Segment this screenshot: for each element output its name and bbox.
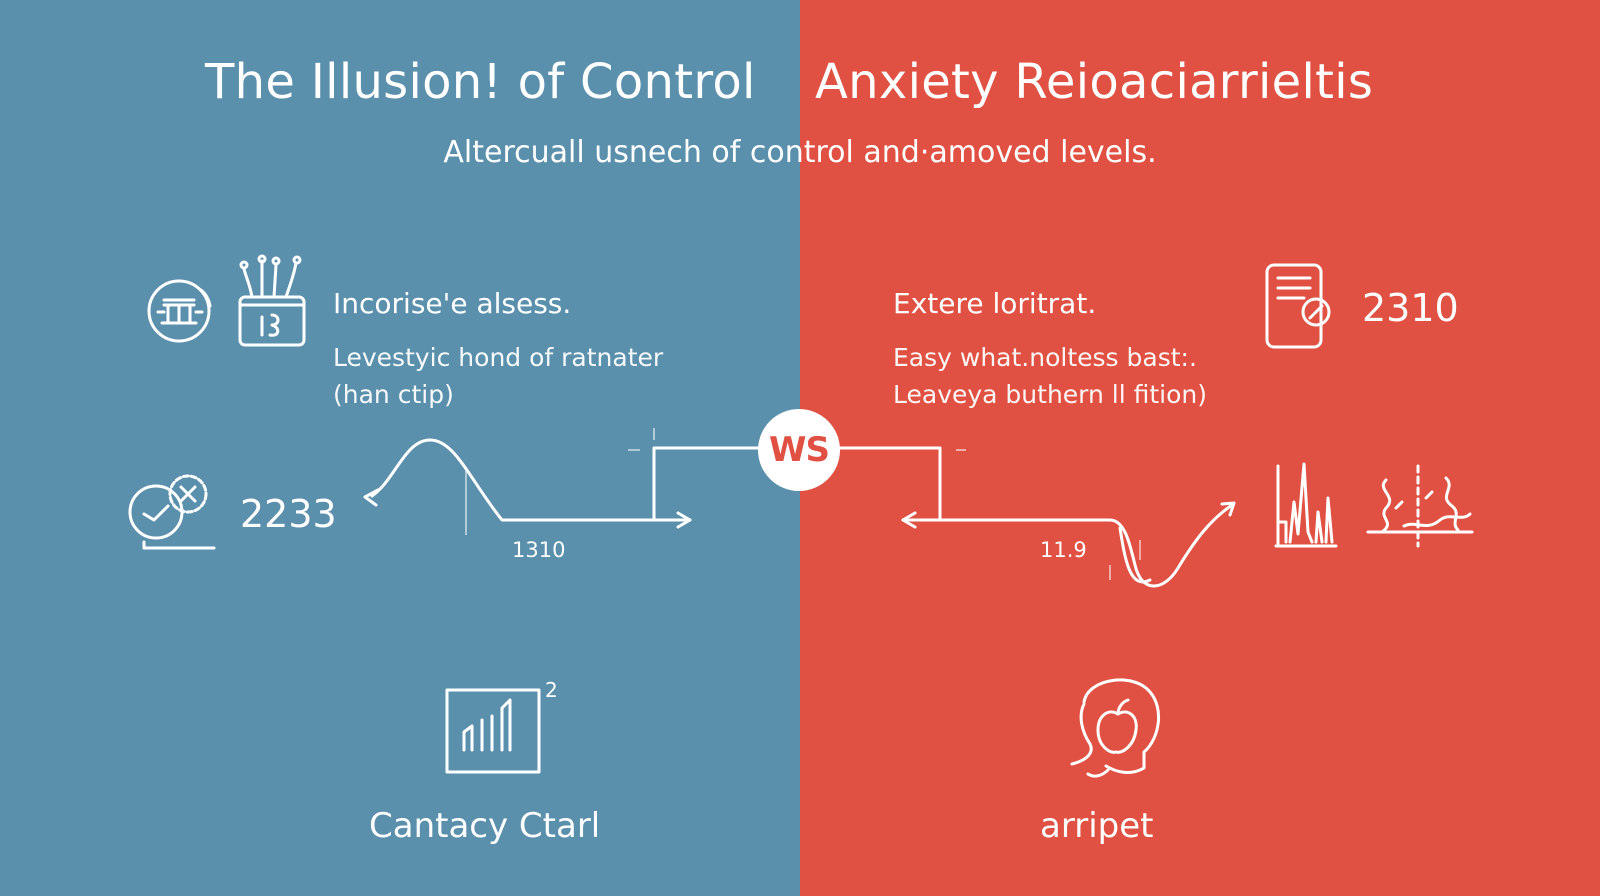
vs-badge: WS xyxy=(758,409,840,491)
right-body-line1: Easy what.noltess bast:. xyxy=(893,343,1197,372)
right-arrow-up xyxy=(1220,501,1236,517)
tablet-icon xyxy=(1265,263,1331,349)
subtitle: Altercuall usnech of control and·amoved … xyxy=(443,135,1157,170)
histogram-icon xyxy=(1274,462,1338,548)
columns-building-icon xyxy=(147,279,212,343)
clock-cancel-icon xyxy=(128,474,216,550)
right-caption: arripet xyxy=(1040,806,1154,846)
right-stat-value: 2310 xyxy=(1362,286,1459,330)
right-base-line xyxy=(901,503,1234,588)
left-bell-curve xyxy=(370,438,692,522)
bar-chart-icon xyxy=(445,688,541,774)
left-arrow-right xyxy=(676,511,692,529)
left-body-line2: (han ctip) xyxy=(333,380,454,409)
left-arrow-left xyxy=(363,488,380,507)
title-right: Anxiety Reioaciarrieltis xyxy=(815,54,1374,110)
right-axis-value: 11.9 xyxy=(1040,538,1087,562)
right-arrow-left xyxy=(901,511,917,529)
wave-icon xyxy=(1366,464,1474,548)
left-axis-value: 1310 xyxy=(512,538,566,562)
left-stat-value: 2233 xyxy=(240,492,337,536)
right-body-line2: Leaveya buthern ll fition) xyxy=(893,380,1208,409)
left-step-line xyxy=(652,446,762,522)
left-body-line1: Levestyic hond of ratnater xyxy=(333,343,664,372)
right-heading: Extere loritrat. xyxy=(893,287,1097,320)
right-step-line xyxy=(838,446,942,522)
title-left: The Illusion! of Control xyxy=(205,54,756,110)
right-inner-curve xyxy=(1118,526,1152,584)
left-heading: Incorise'e alsess. xyxy=(333,287,572,320)
left-caption: Cantacy Ctarl xyxy=(369,806,601,846)
sprouting-box-icon xyxy=(238,254,306,347)
chart-icon-superscript: 2 xyxy=(545,678,558,702)
apple-head-icon xyxy=(1070,678,1161,778)
